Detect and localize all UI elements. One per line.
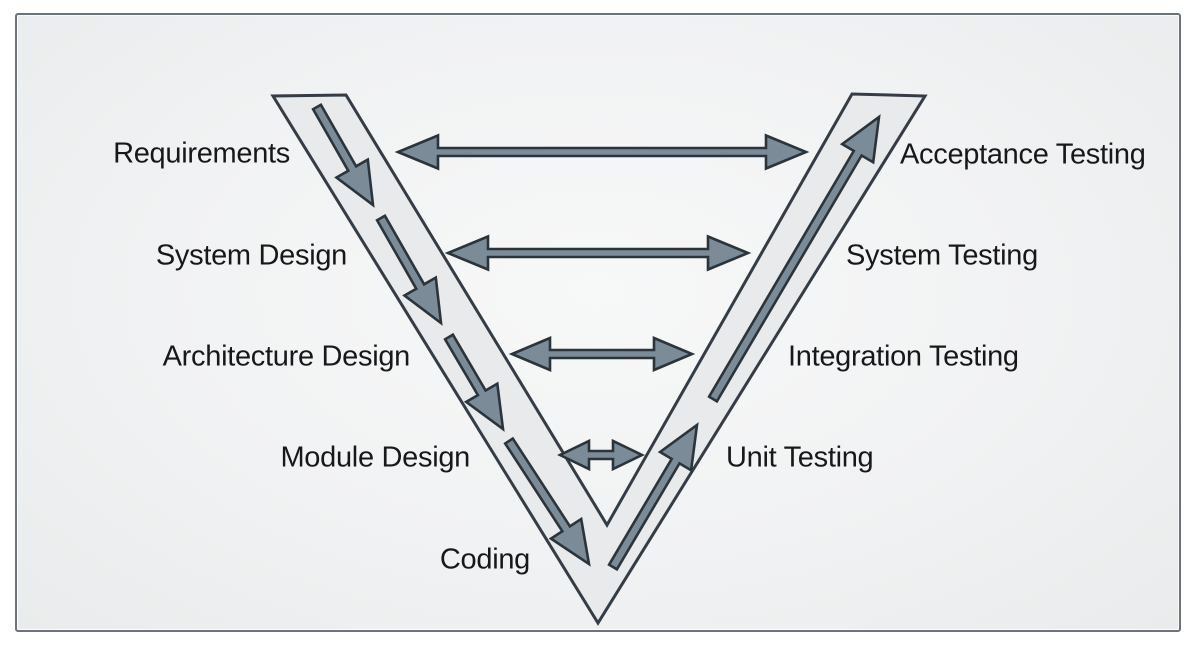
left-arm-arrow-4 (503, 436, 591, 567)
right-arm-arrow-1 (607, 422, 699, 572)
phase-label-integration-testing: Integration Testing (788, 340, 1019, 373)
phase-label-module-design: Module Design (280, 441, 470, 474)
left-arm-arrow-3 (443, 332, 505, 432)
phase-label-acceptance-testing: Acceptance Testing (900, 138, 1146, 171)
phase-label-system-testing: System Testing (846, 239, 1038, 272)
left-arm-arrow-2 (375, 214, 443, 326)
bidirectional-arrow-requirements-acceptance (394, 133, 810, 171)
phase-label-coding: Coding (439, 543, 530, 576)
bidirectional-arrow-architecture-integration (508, 336, 696, 372)
bidirectional-arrow-system-design-system-testing (444, 234, 752, 272)
phase-label-system-design: System Design (155, 239, 347, 272)
arrow-layer (311, 103, 881, 572)
phase-label-architecture-design: Architecture Design (162, 340, 411, 373)
left-arm-arrow-1 (311, 103, 375, 208)
phase-label-unit-testing: Unit Testing (726, 441, 874, 474)
phase-label-requirements: Requirements (113, 137, 290, 170)
right-arm-arrow-2 (707, 114, 881, 404)
bidirectional-arrow-module-unit (557, 438, 645, 472)
